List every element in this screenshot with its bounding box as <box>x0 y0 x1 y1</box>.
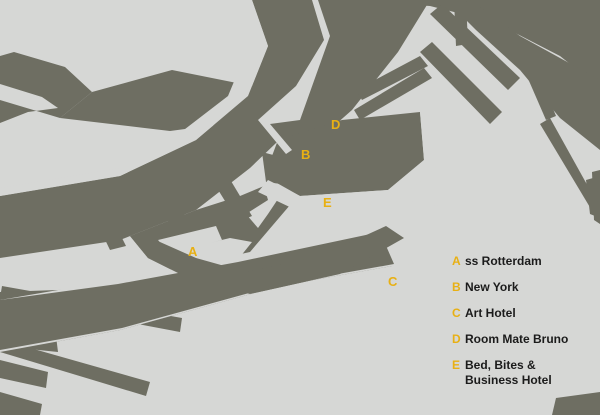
land-dike-5 <box>354 68 432 120</box>
map-legend: A ss Rotterdam B New York C Art Hotel D … <box>452 254 594 388</box>
land-northwest-spit <box>0 52 92 123</box>
legend-item-e[interactable]: E Bed, Bites & Business Hotel <box>452 358 594 388</box>
legend-key-c: C <box>452 306 461 320</box>
map-marker-d[interactable]: D <box>331 117 341 132</box>
legend-label-b: New York <box>465 280 519 294</box>
legend-label-a: ss Rotterdam <box>465 254 542 268</box>
land-northeast-block <box>336 0 600 88</box>
land-right-mid-block <box>592 170 600 224</box>
legend-item-d[interactable]: D Room Mate Bruno <box>452 332 594 347</box>
land-east-curve <box>452 0 600 150</box>
land-central-curve <box>0 0 330 258</box>
water-basin-upper <box>258 112 436 210</box>
land-pier-notch <box>262 152 296 186</box>
legend-label-e: Bed, Bites & Business Hotel <box>465 358 552 387</box>
land-katendrecht-pier <box>268 112 424 196</box>
water-channel-north <box>0 0 268 196</box>
land-bottom-quay-2 <box>0 360 48 388</box>
legend-item-a[interactable]: A ss Rotterdam <box>452 254 594 269</box>
map-marker-a[interactable]: A <box>188 244 198 259</box>
legend-item-b[interactable]: B New York <box>452 280 594 295</box>
legend-key-a: A <box>452 254 461 268</box>
land-dike-1 <box>430 4 520 90</box>
land-dike-4 <box>356 56 428 100</box>
water-channel-central <box>258 0 330 154</box>
land-bottom-right-block <box>552 392 600 415</box>
land-pier-finger-1 <box>86 198 126 250</box>
legend-key-e: E <box>452 358 461 372</box>
land-sliver-2 <box>0 340 150 396</box>
legend-item-c[interactable]: C Art Hotel <box>452 306 594 321</box>
map-marker-c[interactable]: C <box>388 274 398 289</box>
water-inlet-near-a <box>158 226 222 254</box>
land-peninsula-edge <box>130 226 404 294</box>
legend-key-b: B <box>452 280 461 294</box>
land-dike-7 <box>540 118 600 224</box>
legend-key-d: D <box>452 332 461 346</box>
land-dike-2 <box>454 0 468 46</box>
legend-label-c: Art Hotel <box>465 306 516 320</box>
map-marker-e[interactable]: E <box>323 195 332 210</box>
land-bottom-quay-3 <box>0 392 42 415</box>
map-marker-b[interactable]: B <box>301 147 311 162</box>
land-dike-6 <box>526 68 556 120</box>
legend-label-d: Room Mate Bruno <box>465 332 569 346</box>
land-pier-finger-4 <box>6 224 34 254</box>
land-masses-foreground <box>0 170 600 415</box>
land-dike-3 <box>420 42 502 124</box>
